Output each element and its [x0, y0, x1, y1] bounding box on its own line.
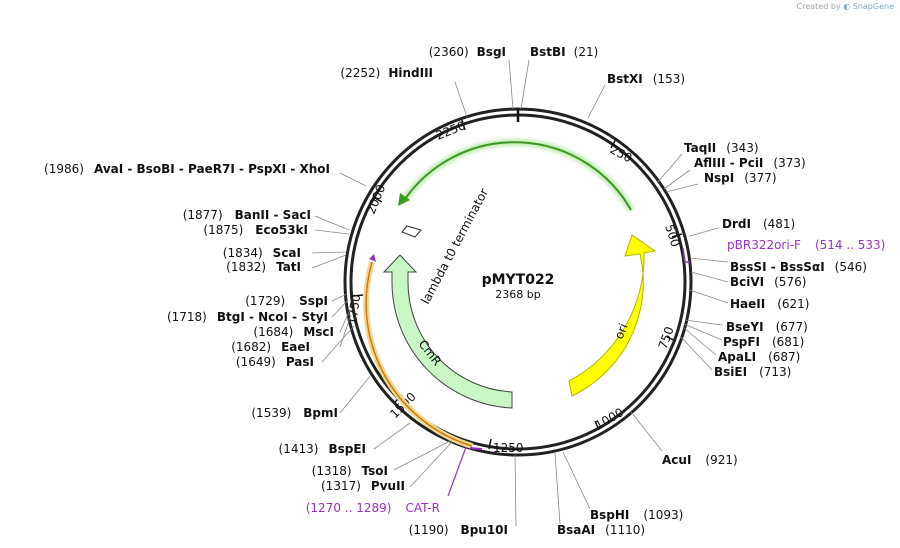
- credit-brand: SnapGene: [852, 2, 894, 11]
- primer-cat-r[interactable]: (1270 .. 1289)CAT-R: [306, 501, 440, 515]
- enzyme-nspi[interactable]: NspI(377): [704, 171, 777, 185]
- plasmid-length: 2368 bp: [495, 288, 540, 301]
- feature-label-lambda-t0: lambda t0 terminator: [418, 186, 491, 306]
- enzyme-hindiii[interactable]: (2252)HindIII: [340, 66, 433, 80]
- feature-top-arc[interactable]: [398, 138, 635, 212]
- enzyme-bsaai[interactable]: BsaAI(1110): [557, 523, 645, 537]
- enzyme-drdi[interactable]: DrdI(481): [722, 217, 795, 231]
- enzyme-tati[interactable]: (1832)TatI: [226, 260, 301, 274]
- enzyme-eco53ki[interactable]: (1875)Eco53kI: [203, 223, 308, 237]
- enzyme-bsiei[interactable]: BsiEI(713): [714, 365, 791, 379]
- enzyme-sspi[interactable]: (1729)SspI: [245, 294, 328, 308]
- primer-pbr322ori-f[interactable]: pBR322ori-F(514 .. 533): [727, 238, 885, 252]
- leader-lines: [311, 59, 729, 527]
- tick-label-750: 750: [656, 325, 677, 351]
- enzyme-tsoi[interactable]: (1318)TsoI: [312, 464, 388, 478]
- tick-2250: [461, 119, 466, 131]
- tick-1250: [488, 438, 492, 450]
- enzyme-pvuii[interactable]: (1317)PvuII: [321, 479, 405, 493]
- feature-label-ori: ori: [612, 321, 631, 341]
- snapgene-logo-icon: ◐: [843, 2, 851, 11]
- tick-label-1250: 1250: [493, 441, 524, 455]
- top-arc-arrowhead-icon: [398, 193, 410, 206]
- tick-label-500: 500: [662, 223, 682, 249]
- enzyme-bstbi[interactable]: BstBI(21): [530, 45, 598, 59]
- tick-label-1750: 1750: [345, 293, 363, 325]
- enzyme-labels-right: BstBI(21) BstXI(153) TaqII(343) AflIII -…: [530, 45, 885, 537]
- enzyme-bsphi[interactable]: BspHI(1093): [590, 508, 683, 522]
- enzyme-afliii-pcii[interactable]: AflIII - PciI(373): [694, 156, 806, 170]
- enzyme-msci[interactable]: (1684)MscI: [253, 325, 334, 339]
- enzyme-bstxi[interactable]: BstXI(153): [607, 72, 685, 86]
- tick-label-250: 250: [608, 142, 635, 165]
- orange-arc-arrowhead-icon: [369, 254, 376, 262]
- enzyme-haeii[interactable]: HaeII(621): [730, 297, 810, 311]
- tick-label-2000: 2000: [364, 183, 388, 217]
- credit-created-by: Created by: [796, 2, 841, 11]
- tick-250: [610, 138, 617, 149]
- tick-750: [666, 336, 677, 342]
- enzyme-bcivi[interactable]: BciVI(576): [730, 275, 806, 289]
- tick-500: [671, 233, 683, 238]
- enzyme-pasi[interactable]: (1649)PasI: [236, 355, 314, 369]
- tick-1000: [594, 420, 600, 431]
- enzyme-labels-left: (2360)BsgI (2252)HindIII (1986)AvaI - Bs…: [44, 45, 508, 537]
- feature-lambda-t0-terminator[interactable]: lambda t0 terminator: [401, 186, 491, 306]
- enzyme-banii-saci[interactable]: (1877)BanII - SacI: [183, 208, 311, 222]
- enzyme-acui[interactable]: AcuI(921): [662, 453, 738, 467]
- tick-label-2250: 2250: [434, 118, 468, 142]
- enzyme-scai[interactable]: (1834)ScaI: [223, 246, 301, 260]
- primer-mark-pbr322ori-f: [682, 247, 690, 263]
- enzyme-bsssi[interactable]: BssSI - BssSαI(546): [730, 260, 867, 274]
- enzyme-bpu10i[interactable]: (1190)Bpu10I: [409, 523, 508, 537]
- enzyme-bspei[interactable]: (1413)BspEI: [279, 442, 366, 456]
- enzyme-pspfi[interactable]: PspFI(681): [723, 335, 804, 349]
- primer-mark-cat-r: [469, 447, 483, 450]
- enzyme-taqii[interactable]: TaqII(343): [684, 141, 759, 155]
- tick-1750: [352, 294, 364, 297]
- enzyme-btgi-ncoi-styi[interactable]: (1718)BtgI - NcoI - StyI: [167, 310, 328, 324]
- enzyme-bsgi[interactable]: (2360)BsgI: [429, 45, 506, 59]
- enzyme-bseyi[interactable]: BseYI(677): [726, 320, 808, 334]
- feature-ori[interactable]: ori: [568, 234, 657, 397]
- enzyme-avai-group[interactable]: (1986)AvaI - BsoBI - PaeR7I - PspXI - Xh…: [44, 162, 330, 176]
- enzyme-eaei[interactable]: (1682)EaeI: [231, 340, 310, 354]
- feature-cmr[interactable]: CmR: [382, 254, 513, 409]
- plasmid-backbone: [343, 107, 693, 457]
- enzyme-bpmi[interactable]: (1539)BpmI: [251, 406, 338, 420]
- tick-2000: [372, 196, 383, 203]
- plasmid-name: pMYT022: [482, 272, 555, 288]
- enzyme-apali[interactable]: ApaLI(687): [718, 350, 800, 364]
- feature-orange-arc[interactable]: [363, 254, 473, 449]
- snapgene-credit: Created by ◐ SnapGene: [797, 2, 894, 11]
